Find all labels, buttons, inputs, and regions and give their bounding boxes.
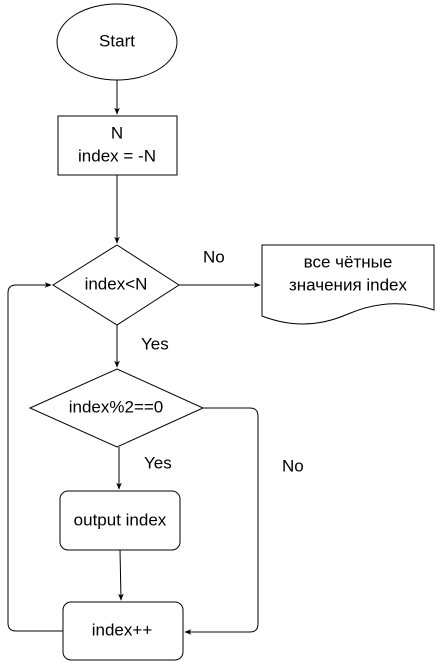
result-document-node: все чётные значения index — [261, 244, 435, 325]
edge-label-even-no: No — [282, 456, 304, 475]
start-node: Start — [56, 3, 178, 81]
init-label-line1: N — [111, 123, 123, 142]
result-document-label-line2: значения index — [289, 275, 408, 294]
edge-label-loop-yes: Yes — [141, 334, 169, 353]
edge-output-to-increment — [118, 549, 124, 601]
start-label: Start — [99, 31, 135, 50]
edge-increment-loop-back — [7, 282, 63, 632]
edge-label-even-yes: Yes — [144, 453, 172, 472]
init-node: N index = -N — [57, 115, 178, 176]
even-condition-label: index%2==0 — [69, 397, 164, 416]
loop-condition-node: index<N — [52, 244, 180, 326]
output-node: output index — [59, 490, 181, 551]
loop-condition-label: index<N — [85, 274, 148, 293]
output-label: output index — [74, 510, 167, 529]
edge-label-loop-no: No — [203, 247, 225, 266]
init-label-line2: index = -N — [78, 146, 156, 165]
increment-node: index++ — [62, 601, 184, 661]
edge-even-no-to-increment — [184, 407, 259, 635]
even-condition-node: index%2==0 — [28, 368, 205, 448]
increment-label: index++ — [92, 620, 153, 639]
result-document-label-line1: все чётные — [304, 252, 393, 271]
